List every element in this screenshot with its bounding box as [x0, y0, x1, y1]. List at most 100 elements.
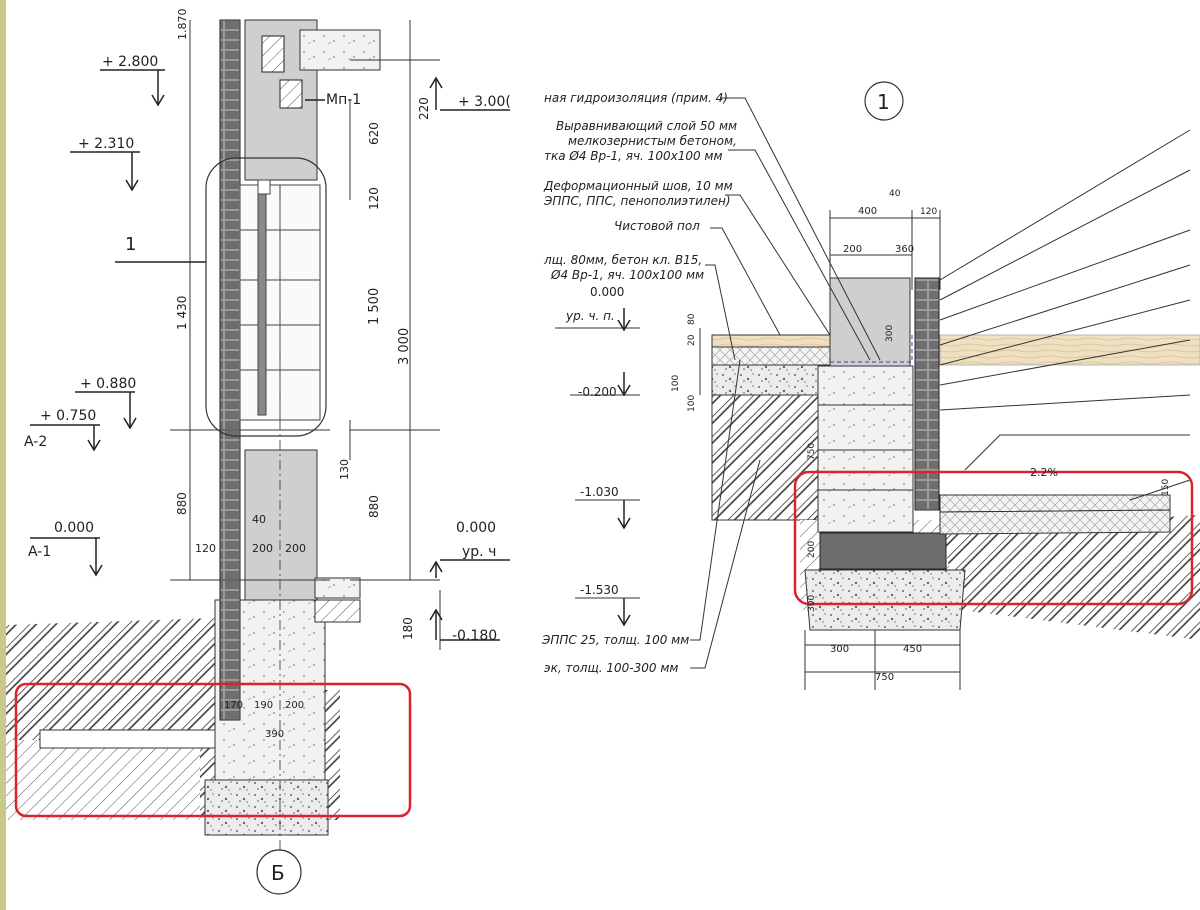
note-epps: ЭППС 25, толщ. 100 мм [541, 633, 689, 647]
dim-right-40: 40 [889, 189, 901, 199]
lintel-block [279, 79, 303, 109]
note-finish-floor: Чистовой пол [614, 219, 700, 233]
dim-right-300: 300 [830, 644, 849, 655]
dim-3000: 3 000 [397, 328, 412, 365]
dim-right-100a: 100 [671, 375, 681, 392]
elev-0000-right: 0.000 [456, 520, 496, 536]
dim-170: 170 [224, 700, 243, 711]
dim-1500: 1 500 [367, 288, 382, 325]
floor-ref-left: ур. ч [462, 544, 496, 560]
note-slab-mesh: Ø4 Вр-1, яч. 100х100 мм [550, 268, 704, 282]
right-labels: 1 ная гидроизоляция (прим. 4) Выравниваю… [541, 90, 1171, 683]
dim-right-100b: 100 [687, 395, 697, 412]
dim-right-120: 120 [920, 207, 937, 217]
dim-880-right: 880 [367, 495, 381, 518]
note-slab: лщ. 80мм, бетон кл. В15, [543, 253, 702, 267]
dim-120: 120 [367, 187, 381, 210]
dim-right-300b: 300 [807, 595, 817, 612]
note-gravel: эк, толщ. 100-300 мм [544, 661, 678, 675]
dim-880-left: 880 [175, 492, 189, 515]
elev-0180: -0.180 [452, 628, 497, 644]
right-dim-lines [555, 210, 961, 690]
right-block-foundation [817, 365, 914, 533]
note-waterproofing: ная гидроизоляция (прим. 4) [544, 91, 728, 105]
dim-right-360: 360 [895, 244, 914, 255]
right-wall-core [829, 277, 911, 367]
dim-190: 190 [254, 700, 273, 711]
elev-right-1530: -1.530 [580, 583, 619, 597]
elev-right-1030: -1.030 [580, 485, 619, 499]
dim-200-b: 200 [285, 542, 306, 555]
axis-bubble-label: Б [271, 861, 285, 885]
blind-area-insulation [939, 509, 1171, 535]
plinth-cap [314, 577, 361, 599]
adjacent-floor [939, 334, 1200, 366]
note-mesh: тка Ø4 Вр-1, яч. 100х100 мм [544, 149, 723, 163]
note-fine-concrete: мелкозернистым бетоном, [568, 134, 737, 148]
blind-area-top [939, 494, 1171, 513]
callout-1-left: 1 [125, 234, 136, 255]
plinth-soil [314, 599, 361, 623]
lintel-label: Мп-1 [326, 92, 361, 108]
elev-right-0200: -0.200 [578, 385, 617, 399]
left-highlight-box [14, 682, 412, 818]
dim-right-20: 20 [687, 334, 697, 346]
dim-120-h: 120 [195, 542, 216, 555]
dim-620: 620 [367, 122, 381, 145]
dim-right-150: 150 [1161, 479, 1171, 496]
dim-200-a: 200 [252, 542, 273, 555]
elev-2800: + 2.800 [102, 54, 158, 70]
left-inner-wall-bottom [244, 449, 318, 601]
left-gravel-bed [204, 779, 329, 836]
floor-screed [711, 346, 833, 366]
slope-label: 2.2% [1030, 466, 1058, 479]
axis-a1: A-1 [28, 544, 51, 560]
left-floor-slab [299, 29, 381, 71]
left-labels: + 2.800 + 2.310 + 0.880 + 0.750 A-2 0.00… [24, 9, 511, 886]
right-gravel-bed [804, 569, 966, 631]
dim-right-450: 450 [903, 644, 922, 655]
dim-right-200v: 200 [807, 541, 817, 558]
left-section: + 2.800 + 2.310 + 0.880 + 0.750 A-2 0.00… [6, 9, 511, 895]
left-blind-slab [39, 729, 241, 749]
left-brick-wall [219, 19, 241, 721]
elev-0880: + 0.880 [80, 376, 136, 392]
dim-right-300v: 300 [885, 325, 895, 342]
dim-180: 180 [401, 617, 415, 640]
note-expansion-joint: Деформационный шов, 10 мм [543, 179, 733, 193]
axis-bubble [256, 849, 302, 895]
floor-base [711, 364, 833, 396]
dim-right-80: 80 [687, 313, 697, 325]
right-section: 1 ная гидроизоляция (прим. 4) Выравниваю… [541, 81, 1200, 690]
note-joint-materials: ЭППС, ППС, пенополиэтилен) [543, 194, 731, 208]
left-soil-lower [6, 740, 200, 820]
right-footing [819, 532, 947, 570]
elev-0000: 0.000 [54, 520, 94, 536]
dim-right-750v: 750 [807, 443, 817, 460]
dim-1870: 1.870 [176, 9, 189, 41]
right-brick-facing [914, 277, 940, 511]
upper-lintel-block [261, 35, 285, 73]
right-highlight-box [793, 470, 1194, 606]
left-elevation-markers [30, 69, 510, 641]
dim-right-400: 400 [858, 206, 877, 217]
dim-220: 220 [417, 97, 431, 120]
window-callout-frame [205, 157, 327, 437]
right-elevation-markers [617, 308, 631, 627]
elev-2310: + 2.310 [78, 136, 134, 152]
right-outer-soil [940, 515, 1200, 640]
axis-a2: A-2 [24, 434, 47, 450]
dim-1430: 1 430 [175, 296, 189, 330]
left-dim-lines [170, 20, 441, 650]
right-leader-lines [690, 97, 1191, 669]
elev-right-0000: 0.000 [590, 285, 624, 299]
floor-ref-right: ур. ч. п. [565, 309, 615, 323]
elev-0750: + 0.750 [40, 408, 96, 424]
callout-1-right: 1 [877, 90, 890, 114]
dim-390: 390 [265, 729, 284, 740]
dim-right-750: 750 [875, 672, 894, 683]
waterproof-line [830, 335, 913, 363]
callout-circle [864, 81, 904, 121]
window-edge [0, 0, 6, 910]
